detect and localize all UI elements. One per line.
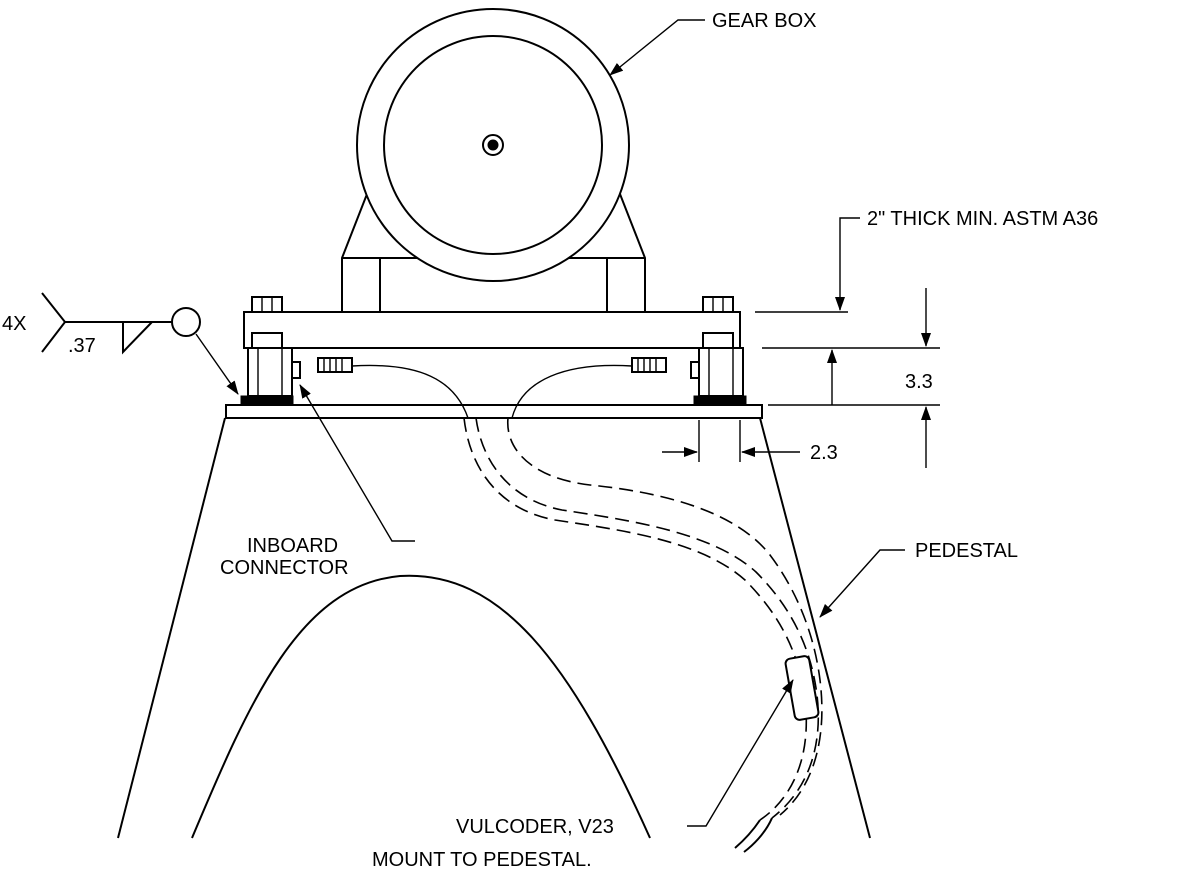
inboard-connector-label-line2: CONNECTOR — [220, 557, 349, 579]
gear-box-shaft — [482, 134, 504, 156]
weld-size-label: .37 — [68, 335, 96, 357]
load-cell-left — [240, 332, 301, 406]
cables — [351, 364, 823, 853]
gear-box-inner-ring — [383, 35, 603, 255]
inboard-connector-leader — [299, 384, 415, 542]
pedestal-label: PEDESTAL — [915, 540, 1018, 562]
height-dimension-label: 3.3 — [905, 371, 933, 393]
vulcoder-label: VULCODER, V23 — [456, 816, 614, 838]
vulcoder-leader — [687, 679, 794, 827]
pedestal-leader — [819, 549, 905, 618]
gear-box — [341, 8, 646, 312]
weld-count-label: 4X — [2, 313, 26, 335]
top-bolt-left — [251, 296, 283, 313]
connector-left — [317, 357, 353, 373]
top-plate — [243, 296, 741, 349]
base-plate — [225, 404, 763, 419]
plate-spec-label: 2" THICK MIN. ASTM A36 — [867, 208, 1098, 230]
width-dimension — [662, 420, 800, 462]
height-dimension — [768, 349, 940, 468]
gear-box-leader — [609, 19, 705, 76]
mount-note-label: MOUNT TO PEDESTAL. — [372, 849, 592, 871]
inboard-connector-label-line1: INBOARD — [247, 535, 338, 557]
width-dimension-label: 2.3 — [810, 442, 838, 464]
plate-thickness-dimension — [755, 217, 940, 349]
connector-right — [631, 357, 667, 373]
vulcoder-device — [784, 655, 820, 721]
weld-symbol — [41, 292, 239, 395]
pedestal — [117, 417, 871, 839]
gear-box-label: GEAR BOX — [712, 10, 816, 32]
top-bolt-right — [702, 296, 734, 313]
